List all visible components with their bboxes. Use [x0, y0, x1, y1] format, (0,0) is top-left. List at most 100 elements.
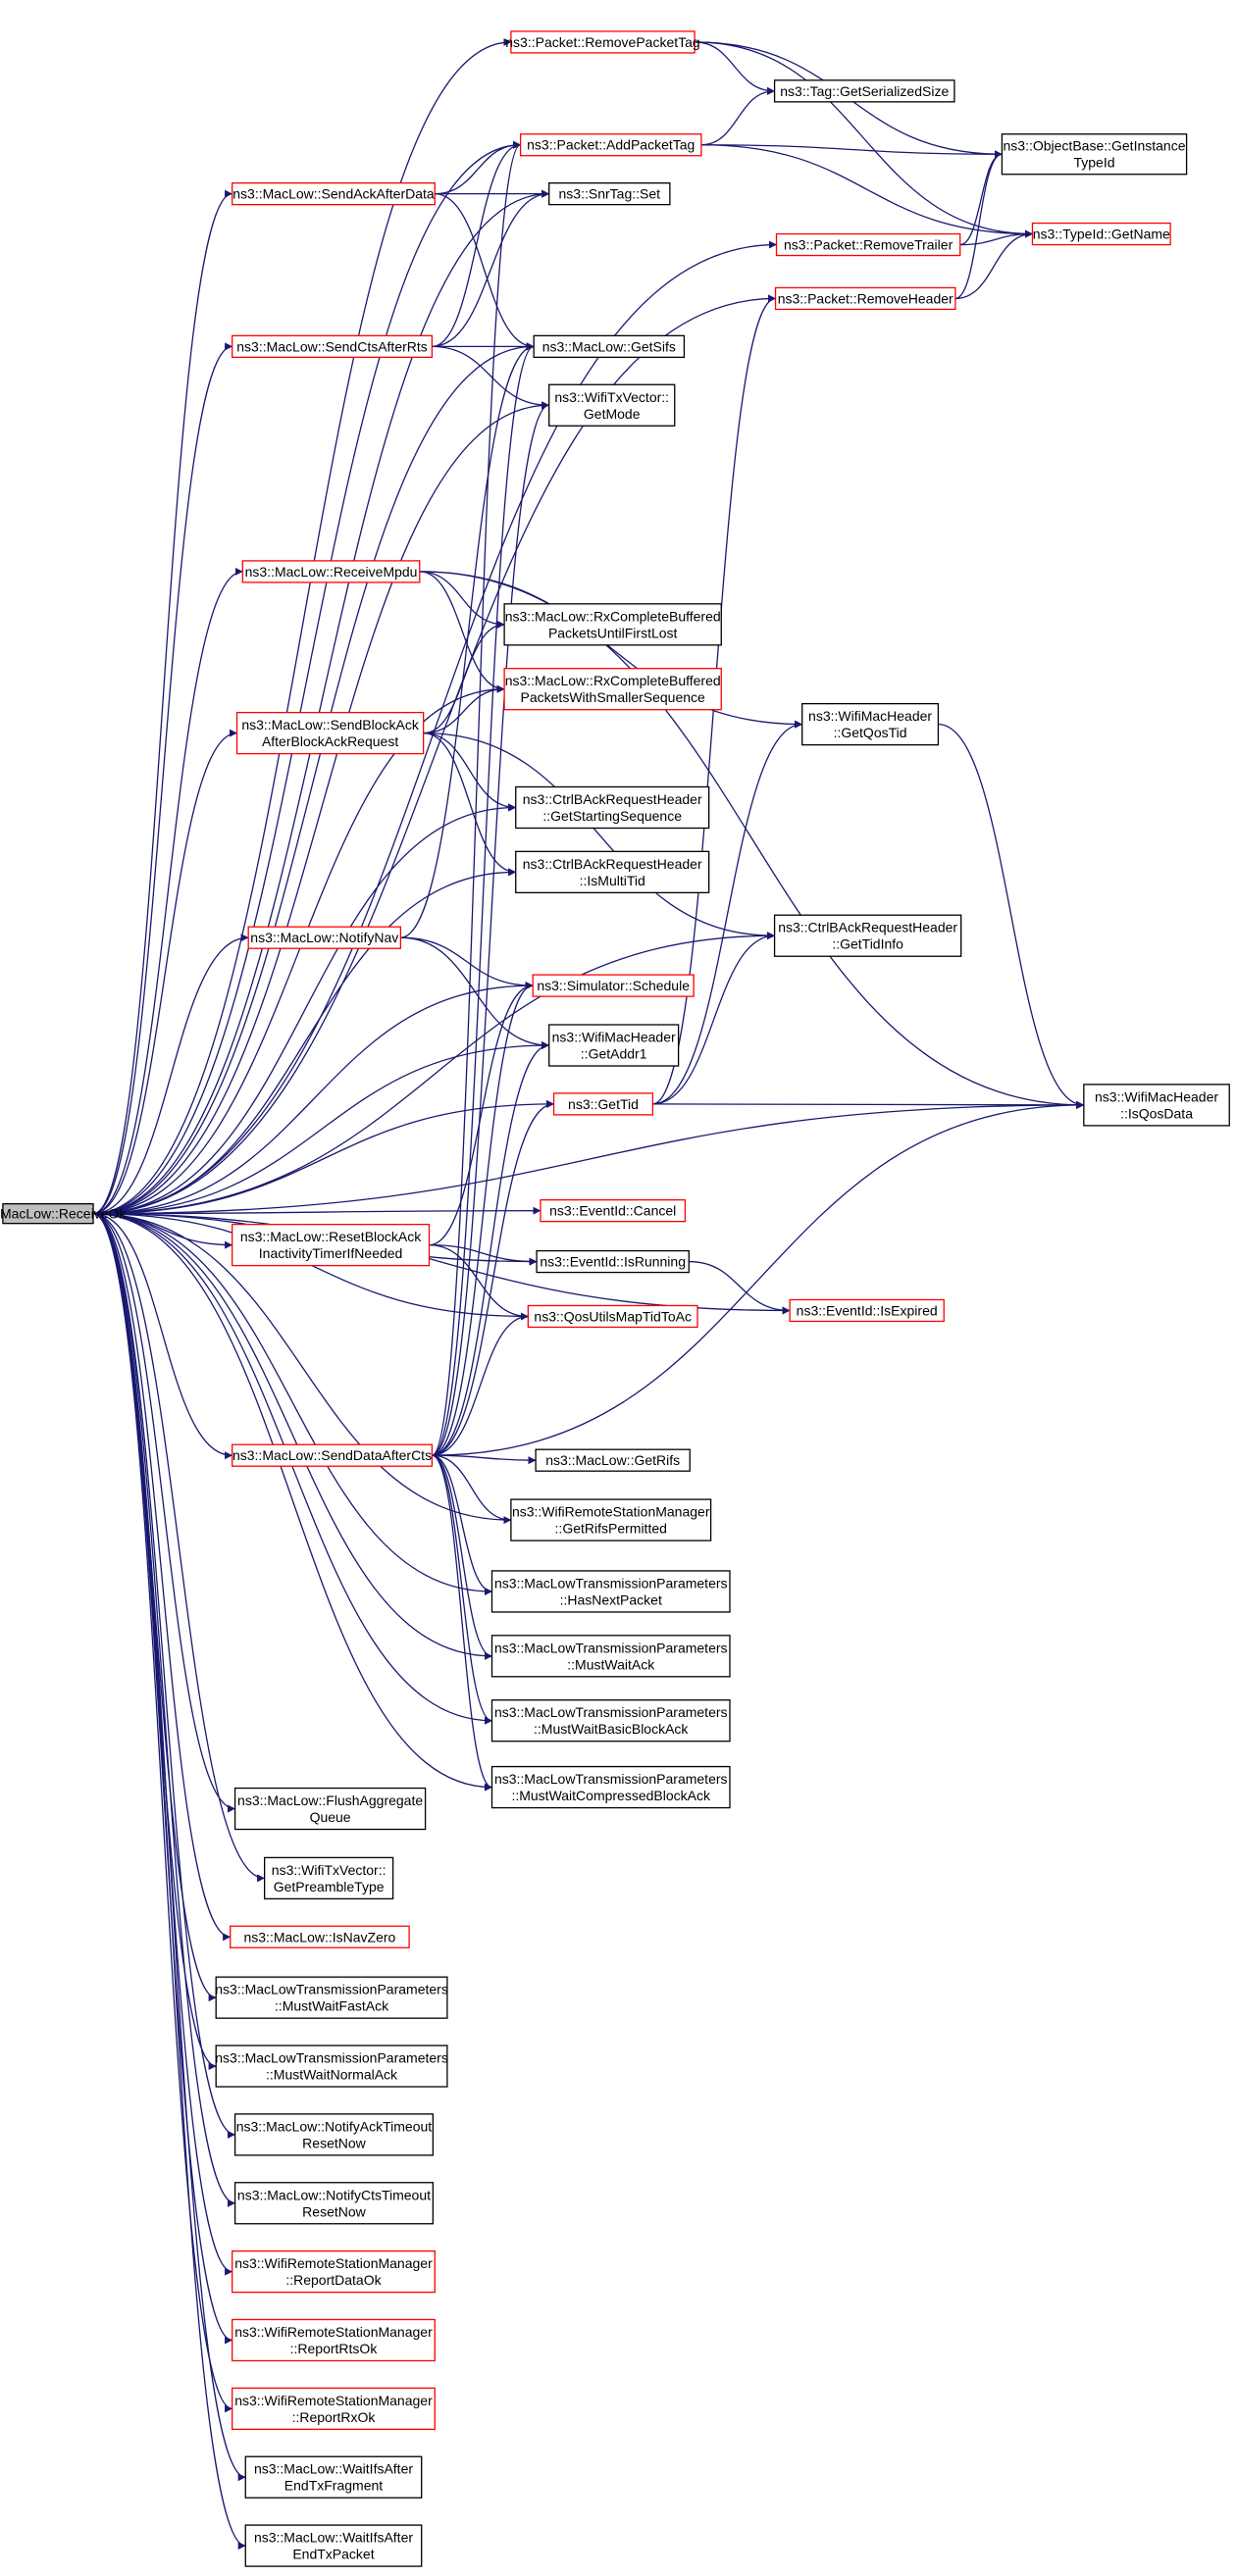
node-label: ::ReportDataOk — [285, 2272, 382, 2288]
node-label: GetMode — [584, 406, 641, 422]
node-n36[interactable]: ns3::MacLowTransmissionParameters::MustW… — [490, 1699, 731, 1743]
node-n27[interactable]: ns3::MacLow::ResetBlockAckInactivityTime… — [232, 1223, 431, 1267]
node-label: PacketsUntilFirstLost — [548, 625, 678, 640]
node-label: EndTxPacket — [292, 2547, 374, 2562]
node-box — [264, 1856, 394, 1900]
edge-n0-n15 — [93, 684, 505, 1215]
edge-n31-n36 — [432, 1454, 492, 1725]
edge-n9-n3 — [954, 150, 1003, 300]
node-n30[interactable]: ns3::EventId::IsExpired — [789, 1298, 945, 1323]
edge-n7-n8 — [959, 229, 1033, 246]
node-n31[interactable]: ns3::MacLow::SendDataAfterCts — [232, 1443, 434, 1467]
node-label: ns3::MacLow::GetSifs — [542, 338, 676, 354]
node-label: ns3::MacLow::SendBlockAck — [241, 717, 420, 732]
node-n33[interactable]: ns3::WifiRemoteStationManager::GetRifsPe… — [510, 1498, 712, 1541]
node-box — [540, 1199, 687, 1223]
node-n19[interactable]: ns3::CtrlBAckRequestHeader::IsMultiTid — [515, 850, 710, 893]
edge-n0-n12 — [93, 401, 550, 1215]
node-n9[interactable]: ns3::Packet::RemoveHeader — [774, 286, 956, 311]
edge-n10-n6 — [432, 189, 550, 347]
node-n18[interactable]: ns3::CtrlBAckRequestHeader::GetStartingS… — [515, 785, 710, 830]
edge-n0-n20 — [93, 934, 249, 1215]
node-box — [233, 2113, 434, 2156]
node-label: ::MustWaitNormalAck — [266, 2067, 398, 2083]
node-label: ns3::WifiRemoteStationManager — [234, 2393, 433, 2408]
node-n22[interactable]: ns3::Simulator::Schedule — [532, 974, 695, 997]
node-n6[interactable]: ns3::SnrTag::Set — [548, 181, 671, 206]
edge-n13-n25 — [419, 571, 1085, 1109]
edge-n31-n4 — [431, 140, 522, 1456]
node-n12[interactable]: ns3::WifiTxVector::GetMode — [548, 383, 676, 427]
node-label: ns3::Packet::RemovePacketTag — [505, 34, 699, 50]
node-n35[interactable]: ns3::MacLowTransmissionParameters::MustW… — [490, 1635, 731, 1678]
node-n23[interactable]: ns3::WifiMacHeader::GetAddr1 — [548, 1024, 680, 1067]
node-n28[interactable]: ns3::EventId::IsRunning — [536, 1249, 690, 1274]
node-n15[interactable]: ns3::MacLow::RxCompleteBufferedPacketsWi… — [503, 668, 722, 711]
node-n37[interactable]: ns3::MacLowTransmissionParameters::MustW… — [490, 1765, 731, 1809]
edge-n0-n1 — [93, 37, 512, 1215]
node-label: ns3::GetTid — [568, 1096, 639, 1112]
node-n42[interactable]: ns3::MacLowTransmissionParameters::MustW… — [215, 2045, 448, 2088]
node-label: ::MustWaitBasicBlockAck — [534, 1721, 689, 1737]
node-n2[interactable]: ns3::Tag::GetSerializedSize — [773, 79, 955, 103]
edge-n0-n39 — [93, 1213, 266, 1883]
edge-n0-n10 — [93, 342, 233, 1215]
node-n45[interactable]: ns3::WifiRemoteStationManager::ReportDat… — [232, 2249, 436, 2294]
node-n4[interactable]: ns3::Packet::AddPacketTag — [519, 133, 702, 157]
node-n47[interactable]: ns3::WifiRemoteStationManager::ReportRxO… — [232, 2387, 436, 2431]
node-n46[interactable]: ns3::WifiRemoteStationManager::ReportRts… — [232, 2318, 436, 2362]
node-label: ns3::MacLow::NotifyAckTimeout — [236, 2118, 433, 2134]
node-box — [510, 1498, 712, 1541]
edge-n20-n22 — [400, 936, 534, 990]
node-n24[interactable]: ns3::GetTid — [552, 1092, 654, 1116]
node-n26[interactable]: ns3::EventId::Cancel — [540, 1199, 687, 1223]
node-label: ns3::MacLow::NotifyCtsTimeout — [237, 2187, 431, 2202]
edge-n0-n22 — [93, 982, 534, 1215]
node-label: ns3::WifiMacHeader — [808, 708, 932, 724]
node-n1[interactable]: ns3::Packet::RemovePacketTag — [505, 30, 700, 54]
node-label: ::GetRifsPermitted — [555, 1521, 667, 1537]
node-box — [775, 232, 961, 257]
node-box — [215, 1976, 448, 2019]
node-box — [490, 1699, 731, 1743]
node-label: ::IsMultiTid — [580, 873, 645, 888]
node-n7[interactable]: ns3::Packet::RemoveTrailer — [775, 232, 961, 257]
node-label: ns3::MacLow::ReceiveMpdu — [245, 564, 418, 580]
node-n13[interactable]: ns3::MacLow::ReceiveMpdu — [241, 560, 421, 583]
node-label: ns3::EventId::Cancel — [549, 1203, 676, 1219]
edge-n0-n44 — [93, 1213, 235, 2207]
edge-n4-n8 — [700, 144, 1033, 238]
node-n40[interactable]: ns3::MacLow::IsNavZero — [230, 1925, 410, 1948]
node-box — [510, 30, 696, 54]
edge-n27-n28 — [429, 1243, 538, 1266]
node-n17[interactable]: ns3::MacLow::SendBlockAckAfterBlockAckRe… — [235, 711, 425, 755]
node-n10[interactable]: ns3::MacLow::SendCtsAfterRts — [232, 334, 434, 358]
node-n20[interactable]: ns3::MacLow::NotifyNav — [247, 926, 402, 949]
node-n16[interactable]: ns3::WifiMacHeader::GetQosTid — [801, 702, 940, 746]
node-label: ns3::ObjectBase::GetInstance — [1004, 138, 1186, 154]
node-box — [1031, 222, 1171, 246]
node-n5[interactable]: ns3::MacLow::SendAckAfterData — [232, 181, 436, 206]
edge-n0-n46 — [92, 1213, 233, 2345]
edge-n0-n5 — [93, 189, 233, 1215]
node-n21[interactable]: ns3::CtrlBAckRequestHeader::GetTidInfo — [773, 914, 962, 957]
node-n25[interactable]: ns3::WifiMacHeader::IsQosData — [1083, 1084, 1230, 1127]
node-n11[interactable]: ns3::MacLow::GetSifs — [533, 334, 686, 358]
node-n32[interactable]: ns3::MacLow::GetRifs — [535, 1448, 691, 1472]
edge-n0-n49 — [93, 1213, 246, 2550]
node-n39[interactable]: ns3::WifiTxVector::GetPreambleType — [264, 1856, 394, 1900]
node-n41[interactable]: ns3::MacLowTransmissionParameters::MustW… — [215, 1976, 448, 2019]
node-n34[interactable]: ns3::MacLowTransmissionParameters::HasNe… — [490, 1570, 731, 1613]
node-n0[interactable]: ns3::MacLow::ReceiveOk — [0, 1203, 127, 1225]
node-n8[interactable]: ns3::TypeId::GetName — [1031, 222, 1171, 246]
node-n29[interactable]: ns3::QosUtilsMapTidToAc — [527, 1304, 698, 1329]
node-label: ns3::MacLowTransmissionParameters — [215, 1982, 448, 1997]
node-n14[interactable]: ns3::MacLow::RxCompleteBufferedPacketsUn… — [503, 603, 722, 646]
node-box — [232, 2387, 436, 2431]
